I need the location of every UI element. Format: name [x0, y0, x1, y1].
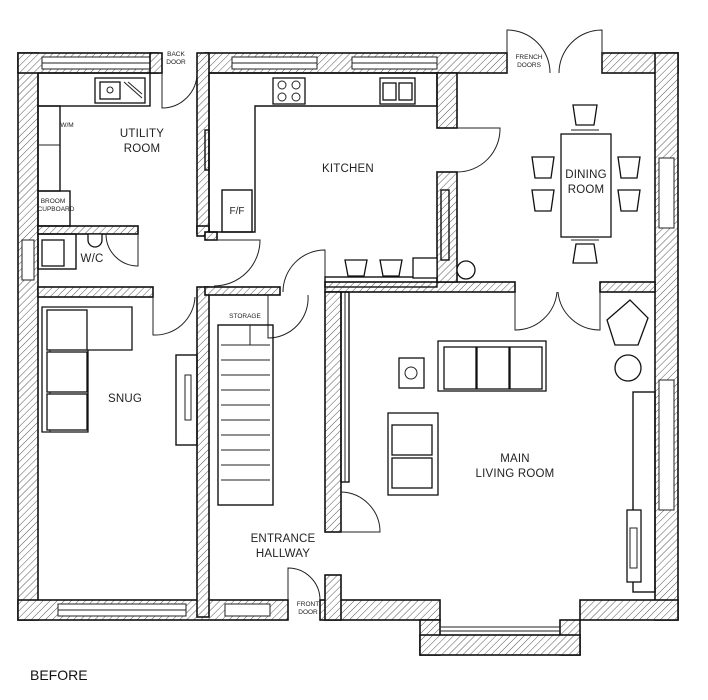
label-front-door-2: DOOR — [298, 609, 318, 616]
label-ff: F/F — [230, 206, 245, 217]
label-french-doors-2: DOORS — [517, 62, 542, 69]
label-living-2: LIVING ROOM — [476, 468, 555, 480]
label-hallway-2: HALLWAY — [256, 548, 310, 560]
small-labels: BACK DOOR FRENCH DOORS FRONT DOOR W/M BR… — [38, 51, 543, 616]
label-storage: STORAGE — [229, 313, 261, 320]
label-french-doors-1: FRENCH — [515, 54, 542, 61]
label-living-1: MAIN — [500, 453, 530, 465]
kitchen-fixtures — [204, 72, 476, 288]
label-dining-1: DINING — [565, 169, 606, 181]
utility-fixtures — [37, 72, 151, 270]
living-fixtures — [340, 291, 656, 593]
label-back-door-2: DOOR — [166, 59, 186, 66]
windows — [21, 56, 675, 617]
label-wm: W/M — [60, 122, 73, 129]
label-back-door-1: BACK — [167, 51, 185, 58]
label-front-door-1: FRONT — [297, 601, 319, 608]
stairs — [217, 324, 274, 506]
label-hallway-1: ENTRANCE — [251, 533, 316, 545]
label-dining-2: ROOM — [568, 184, 605, 196]
label-broom-1: BROOM — [41, 198, 66, 205]
snug-fixtures — [41, 306, 198, 446]
dining-fixtures — [531, 104, 641, 264]
room-labels: UTILITY ROOM KITCHEN DINING ROOM SNUG W/… — [81, 128, 607, 560]
label-utility-1: UTILITY — [120, 128, 164, 140]
label-snug: SNUG — [108, 393, 142, 405]
caption-before: BEFORE — [30, 667, 88, 683]
doors — [105, 29, 603, 601]
label-broom-2: CUPBOARD — [38, 206, 75, 213]
label-wc: W/C — [81, 253, 104, 265]
label-utility-2: ROOM — [124, 143, 161, 155]
label-kitchen: KITCHEN — [322, 163, 374, 175]
